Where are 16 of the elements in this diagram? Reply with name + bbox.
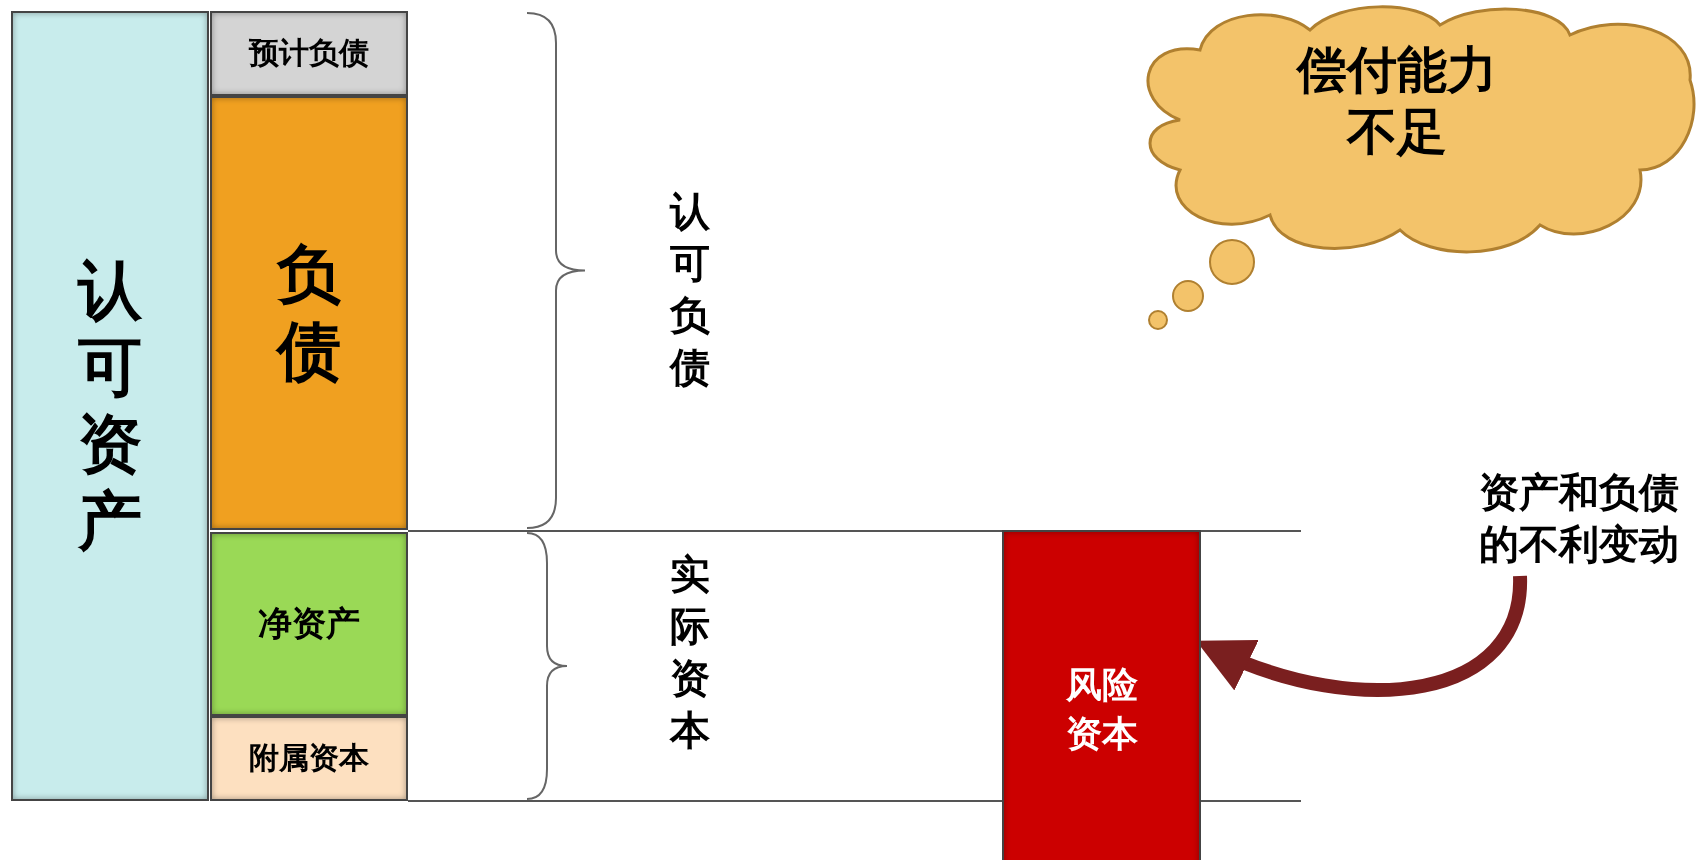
- cloud-text: 偿付能力不足: [1295, 39, 1498, 163]
- bar-label: 附属资本: [249, 739, 369, 777]
- asset-bar: [11, 11, 209, 801]
- bar-label: 负债: [277, 236, 341, 390]
- bar-label: 认可资产: [78, 252, 142, 560]
- bar-label: 预计负债: [249, 34, 369, 72]
- liability-segment: [210, 96, 408, 530]
- liability-segment: [210, 11, 408, 96]
- brace-label: 认可负债: [670, 187, 710, 392]
- brace-label: 实际资本: [670, 550, 710, 755]
- risk-capital-bar: [1002, 530, 1201, 860]
- bar-label: 风险资本: [1064, 663, 1139, 756]
- note-text: 资产和负债的不利变动: [1477, 468, 1680, 569]
- bar-label: 净资产: [258, 602, 360, 645]
- capital-segment: [210, 532, 408, 716]
- capital-segment: [210, 716, 408, 801]
